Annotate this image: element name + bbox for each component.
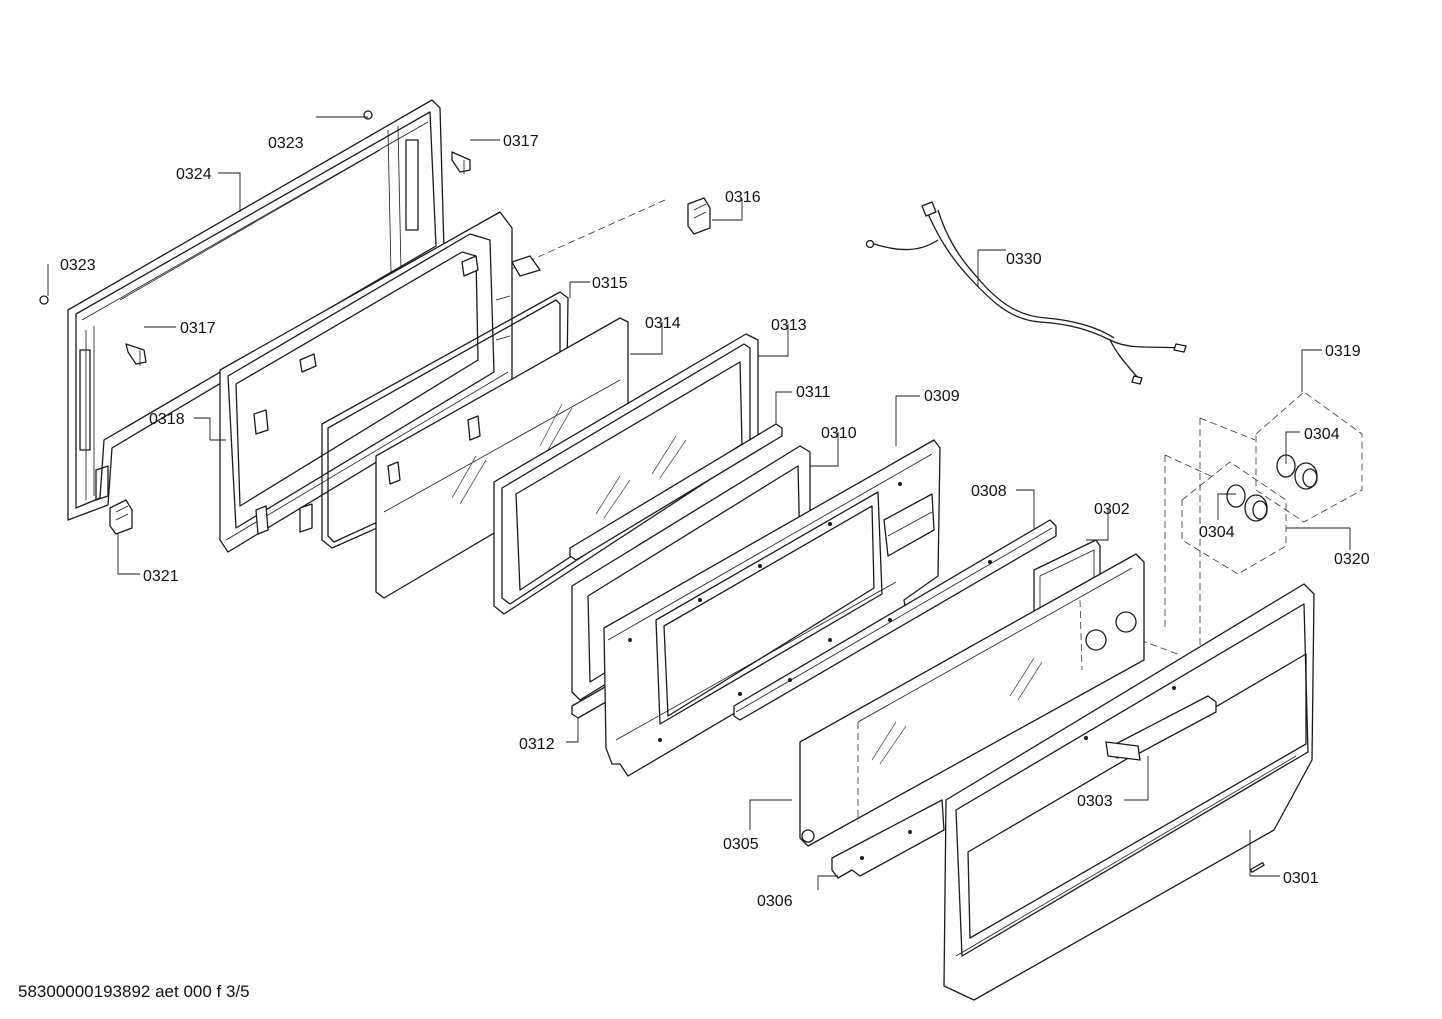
front-door-panel-0301: [943, 583, 1315, 1001]
callout-labels: 0323 0324 0317 0323 0317 0316 0315 0314 …: [60, 133, 1370, 910]
bracket-0306: [831, 799, 945, 879]
label-0312: 0312: [519, 736, 555, 753]
control-glass-0305: [799, 553, 1145, 847]
label-0305: 0305: [723, 836, 759, 853]
document-id: 58300000193892 aet 000 f 3/5: [18, 982, 250, 1001]
label-0304-lower: 0304: [1199, 524, 1235, 541]
clip-0317-top: [451, 151, 471, 174]
label-0330: 0330: [1006, 251, 1042, 268]
label-0318: 0318: [149, 411, 185, 428]
knob-group-0320: [1181, 461, 1287, 575]
label-0324: 0324: [176, 166, 212, 183]
label-0321: 0321: [143, 568, 179, 585]
label-0319: 0319: [1325, 343, 1361, 360]
hinge-block-0321: [109, 499, 133, 535]
wiring-harness-0330: [865, 201, 1187, 385]
hinge-block-0316: [687, 197, 711, 235]
label-0302: 0302: [1094, 501, 1130, 518]
clip-0317-left: [125, 343, 147, 366]
label-0317-top: 0317: [503, 133, 539, 150]
label-0311: 0311: [796, 384, 831, 401]
knob-group-0319: [1255, 391, 1363, 523]
label-0301: 0301: [1283, 870, 1319, 887]
inner-door-panel: [219, 211, 541, 553]
label-0320: 0320: [1334, 551, 1370, 568]
screw-0323-top: [363, 110, 373, 120]
label-0314: 0314: [645, 315, 681, 332]
label-0306: 0306: [757, 893, 793, 910]
label-0303: 0303: [1077, 793, 1113, 810]
label-0309: 0309: [924, 388, 960, 405]
label-0323-top: 0323: [268, 135, 304, 152]
label-0323-left: 0323: [60, 257, 96, 274]
profile-0308: [733, 519, 1057, 721]
label-0304-upper: 0304: [1304, 426, 1340, 443]
label-0313: 0313: [771, 317, 807, 334]
label-0308: 0308: [971, 483, 1007, 500]
label-0310: 0310: [821, 425, 857, 442]
label-0317-left: 0317: [180, 320, 216, 337]
label-0316: 0316: [725, 189, 761, 206]
leader-lines: [47, 116, 1351, 890]
screw-0323-left: [39, 295, 49, 305]
label-0315: 0315: [592, 275, 628, 292]
